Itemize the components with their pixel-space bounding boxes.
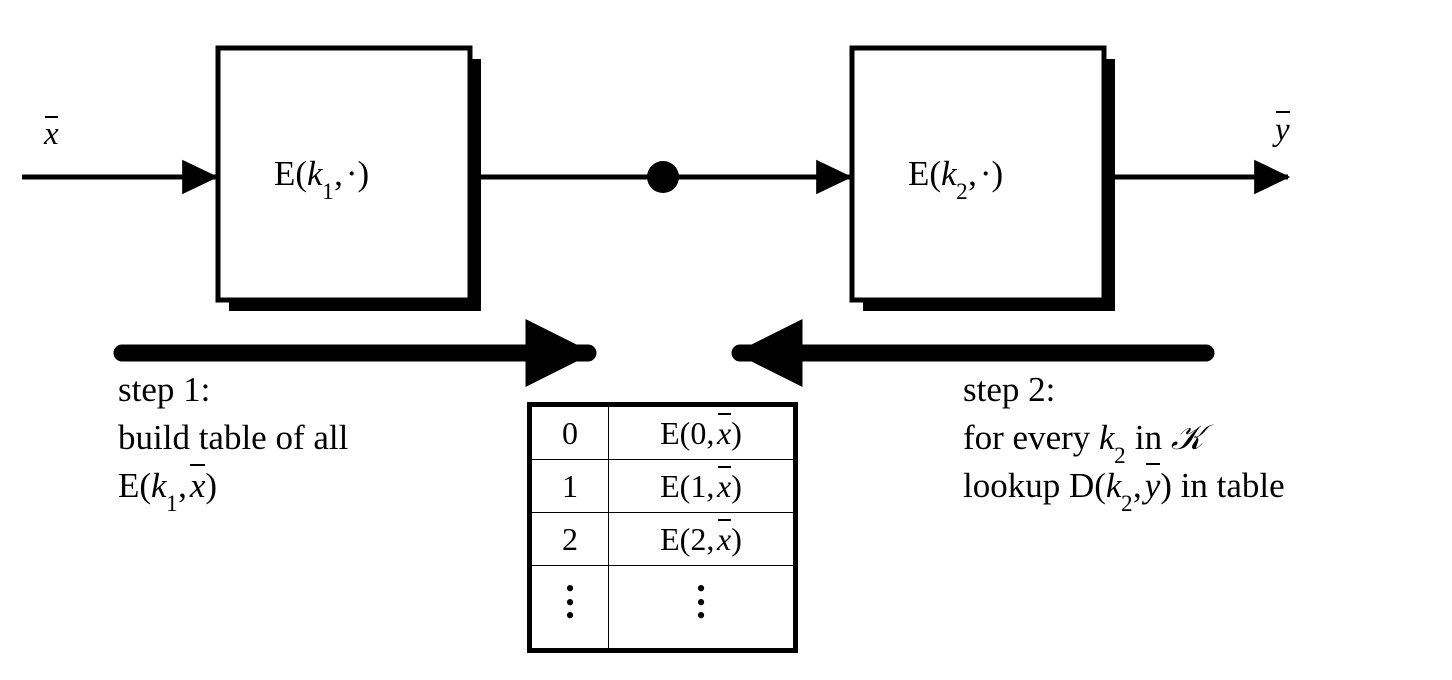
table-value-fn: E: [660, 467, 680, 504]
step-2-line-3-post: in table: [1171, 466, 1285, 505]
key-space-symbol: 𝒦: [1170, 418, 1204, 458]
first-block-label-key: k: [307, 154, 323, 193]
second-block-label-key: k: [941, 154, 957, 193]
table-row-ellipsis: ••• •••: [531, 565, 794, 649]
first-block-body: [215, 45, 473, 303]
step-2-line-3-key: k: [1105, 466, 1122, 505]
step-2-key: k: [1099, 418, 1115, 457]
table-cell-key-ellipsis: •••: [531, 565, 609, 649]
step-2-line-2-pre: for every: [963, 418, 1100, 457]
step-1-line-2: build table of all: [118, 418, 349, 457]
step-2-heading: step 2:: [963, 370, 1056, 409]
second-block-label-sub: 2: [956, 178, 968, 204]
table-cell-value: E(0, x): [608, 406, 794, 460]
step-2-line-3-pre: lookup: [963, 466, 1069, 505]
second-block-label: E(k2, ·): [908, 154, 1004, 204]
table-cell-value-ellipsis: •••: [608, 565, 794, 649]
first-block-label-fn: E: [274, 154, 296, 193]
step-1-heading: step 1:: [118, 370, 211, 409]
input-label: x: [44, 116, 59, 152]
second-block-label-arg: ·: [979, 154, 992, 193]
vertical-dots-icon: •••: [565, 573, 575, 631]
step-2-line-2-mid: in: [1126, 418, 1171, 457]
step-2-line-3: lookup D(k2, y) in table: [963, 463, 1285, 516]
step-1-line-3: E(k1, x): [118, 463, 218, 516]
step-2-fn: D: [1068, 466, 1095, 505]
vertical-dots-icon: •••: [696, 573, 706, 631]
first-block-label: E(k1, ·): [274, 154, 370, 204]
step-2-line-3-key-sub: 2: [1121, 490, 1133, 516]
junction-dot: [647, 161, 679, 193]
first-block-label-sub: 1: [322, 178, 334, 204]
table-row: 2 E(2, x): [531, 512, 794, 566]
table-row: 0 E(0, x): [531, 406, 794, 460]
table-row: 1 E(1, x): [531, 459, 794, 513]
step-2-key-sub: 2: [1114, 442, 1126, 468]
table-cell-key: 1: [531, 459, 609, 513]
step-1-key: k: [151, 466, 167, 505]
step-2-line-3-arg: y: [1144, 463, 1161, 505]
table-cell-value: E(1, x): [608, 459, 794, 513]
table-value-fn: E: [660, 520, 680, 557]
table-cell-key: 0: [531, 406, 609, 460]
step-2-caption: step 2: for every k2 in 𝒦 lookup D(k2, y…: [963, 370, 1285, 516]
step-1-arg: x: [189, 463, 206, 505]
step-1-key-sub: 1: [166, 490, 178, 516]
table-cell-value: E(2, x): [608, 512, 794, 566]
output-label: y: [1275, 111, 1290, 148]
second-block-label-fn: E: [908, 154, 930, 193]
step-1-caption: step 1: build table of all E(k1, x): [118, 370, 349, 516]
precomputed-lookup-table: 0 E(0, x) 1 E(1, x) 2 E(2, x): [527, 402, 798, 653]
first-block-label-arg: ·: [345, 154, 358, 193]
table-cell-key: 2: [531, 512, 609, 566]
table-value-fn: E: [660, 414, 680, 451]
step-2-line-2: for every k2 in 𝒦: [963, 418, 1285, 468]
step-1-fn: E: [118, 466, 140, 505]
first-encryption-block: [215, 45, 481, 311]
